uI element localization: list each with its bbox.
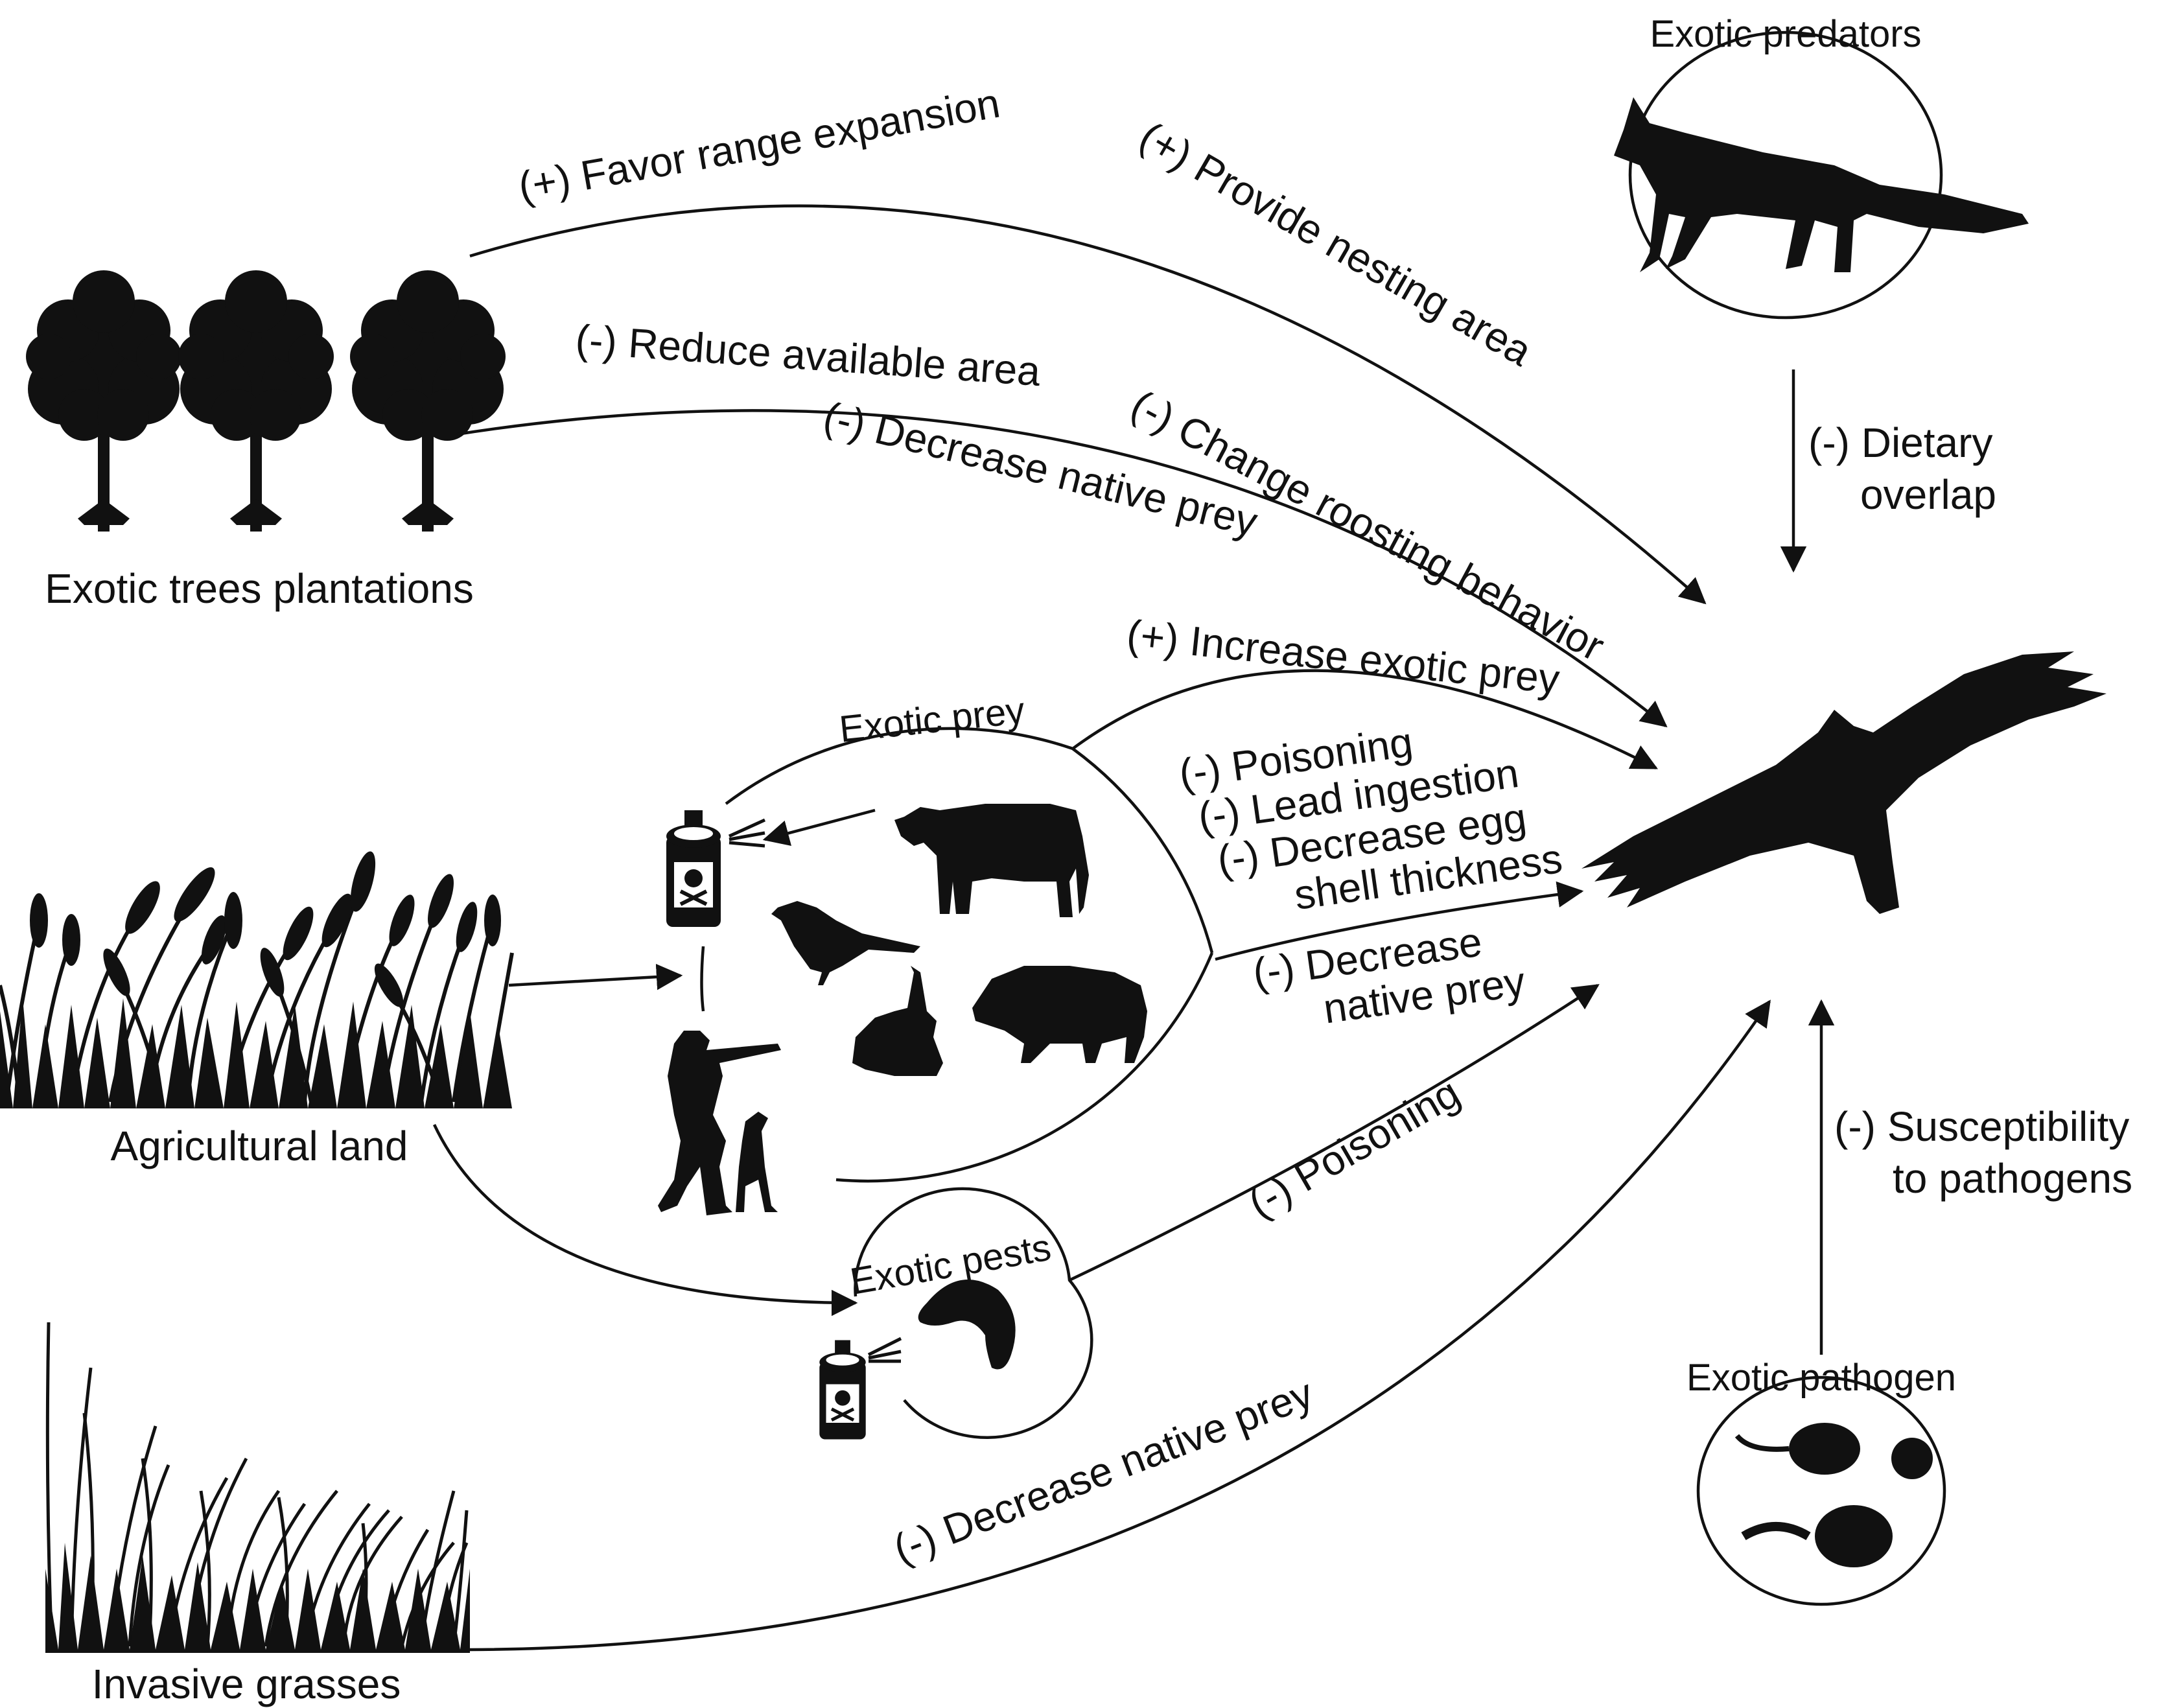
node-label-trees: Exotic trees plantations <box>45 565 474 612</box>
node-label-predators: Exotic predators <box>1650 13 1921 55</box>
predators-ring <box>1628 30 1943 320</box>
node-label-prey: Exotic prey <box>837 689 1027 751</box>
bird-icon <box>771 901 920 985</box>
exotic-predators-group: Exotic predators <box>1614 13 2029 320</box>
label-dietary-2: overlap <box>1860 471 1996 518</box>
label-nesting: (+) Provide nesting area <box>1132 113 1539 375</box>
edge-trees-favor <box>469 204 1707 605</box>
label-suscept-2: to pathogens <box>1893 1155 2132 1202</box>
tree-icon <box>350 270 506 532</box>
spray-icon <box>867 1337 902 1363</box>
spore-icon <box>1741 1505 1893 1567</box>
poison-can-icon <box>819 1340 865 1440</box>
larva-icon <box>918 1280 1016 1370</box>
boar-icon <box>972 966 1147 1063</box>
edge-grasses <box>469 1000 1771 1652</box>
fox-icon <box>1614 97 2029 272</box>
edge-prey-increase <box>1071 669 1659 770</box>
node-label-grasses: Invasive grasses <box>92 1661 401 1707</box>
tree-icon <box>178 270 334 532</box>
label-favor: (+) Favor range expansion <box>515 80 1003 211</box>
cow-icon <box>894 804 1089 917</box>
poison-can-icon <box>666 810 721 927</box>
agricultural-group: Agricultural land <box>0 851 514 1169</box>
prey-ring-bottom <box>835 952 1214 1183</box>
edge-labels: (+) Favor range expansion (+) Provide ne… <box>515 80 2132 1573</box>
spray-icon <box>728 818 766 848</box>
edge-agri-prey <box>508 963 683 990</box>
exotic-prey-group: Exotic prey <box>658 689 1214 1215</box>
edge-prey-poisoning <box>1215 881 1584 961</box>
prey-cycle-arrow <box>762 808 876 847</box>
label-poisoning-2: (-) Poisoning <box>1241 1069 1467 1227</box>
prey-effects-labels: (-) Poisoning (-) Lead ingestion (-) Dec… <box>1176 718 1565 1032</box>
prey-ring-right <box>1071 747 1214 953</box>
exotic-pests-group: Exotic pests <box>819 1187 1093 1440</box>
label-suscept-1: (-) Susceptibility <box>1834 1103 2129 1150</box>
exotic-trees-group: Exotic trees plantations <box>26 270 506 612</box>
edge-pests-poisoning <box>1069 984 1600 1282</box>
pathogen-ring <box>1696 1375 1946 1606</box>
node-label-agri: Agricultural land <box>111 1123 408 1169</box>
exotic-pathogen-group: Exotic pathogen <box>1686 1357 1956 1606</box>
raptor-icon <box>1581 651 2106 914</box>
protozoan-icon <box>1734 1423 1933 1479</box>
edge-trees-reduce <box>456 409 1668 728</box>
edges <box>432 204 1835 1652</box>
hunter-icon <box>658 1031 781 1215</box>
hare-icon <box>852 966 943 1076</box>
label-dietary-1: (-) Dietary <box>1808 419 1992 466</box>
edge-agri-pests <box>432 1124 858 1316</box>
dog-icon <box>736 1112 778 1212</box>
node-label-pathogen: Exotic pathogen <box>1686 1357 1956 1399</box>
prey-ring-top <box>725 727 1073 805</box>
label-reduce: (-) Reduce available area <box>574 316 1042 395</box>
tree-icon <box>26 270 181 532</box>
prey-ring-left <box>700 946 705 1012</box>
invasive-grasses-group: Invasive grasses <box>45 1322 470 1707</box>
